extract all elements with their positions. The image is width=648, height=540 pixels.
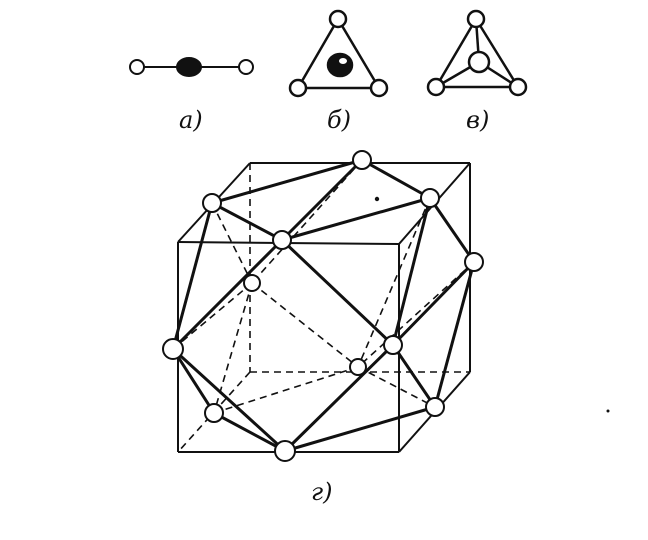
scan-speck [374, 196, 380, 202]
atom [243, 274, 261, 292]
vertex-atom-right [508, 77, 528, 97]
vertex-atom-top [328, 9, 348, 29]
central-atom [176, 57, 202, 77]
polyhedron-solid-edges [171, 158, 476, 453]
outer-atom-left [129, 59, 145, 75]
atom [420, 188, 440, 208]
vertex-atom-left [288, 78, 308, 98]
central-atom [467, 50, 491, 74]
atom [274, 440, 296, 462]
molecule-trigonal [288, 9, 389, 98]
atom [202, 193, 222, 213]
vertex-atom-top [466, 9, 486, 29]
atom [352, 150, 372, 170]
atom [162, 338, 184, 360]
polyhedron-atoms [162, 150, 484, 462]
central-atom [326, 52, 354, 78]
atom [204, 403, 224, 423]
scan-speck [606, 409, 610, 413]
vertex-atom-left [426, 77, 446, 97]
label-cuboctahedron: г) [311, 478, 333, 506]
label-tetrahedral: в) [466, 106, 490, 134]
molecule-tetrahedral [426, 9, 528, 97]
atom [383, 335, 403, 355]
polyhedron-hidden-edges [172, 159, 475, 414]
atom [272, 230, 292, 250]
vertex-atom-right [369, 78, 389, 98]
tetrahedron-frame [433, 16, 521, 89]
label-linear: а) [179, 106, 203, 134]
atom [349, 358, 367, 376]
cuboctahedron-in-cube [162, 150, 610, 462]
central-atom-highlight [339, 58, 347, 64]
atom [425, 397, 445, 417]
triangle-frame [295, 16, 382, 90]
label-trigonal: б) [327, 106, 352, 134]
atom [464, 252, 484, 272]
molecule-linear [129, 57, 254, 77]
outer-atom-right [238, 59, 254, 75]
